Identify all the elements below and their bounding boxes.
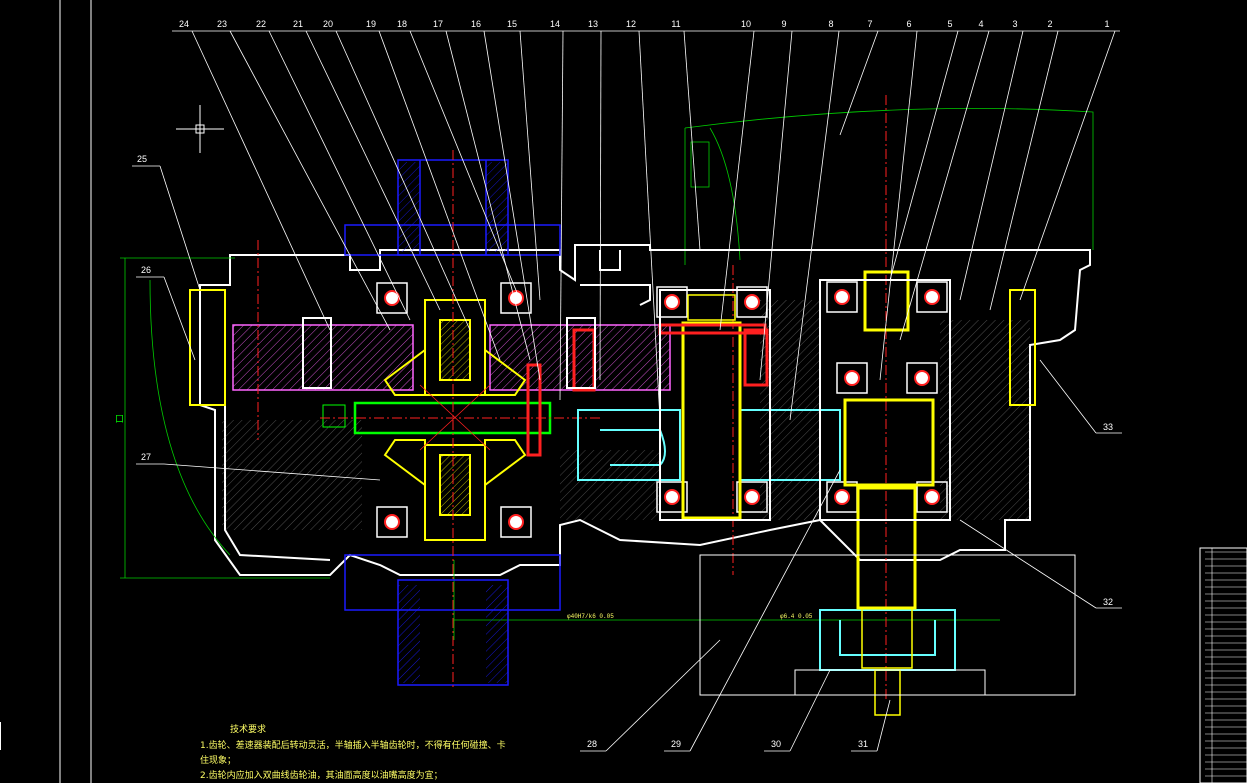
part-label-27: 27 <box>141 452 151 462</box>
bearing-12 <box>906 362 938 394</box>
part-label-11: 11 <box>671 19 680 29</box>
part-label-25: 25 <box>137 154 147 164</box>
dimension-text-2: φ6.4 0.05 <box>780 613 813 620</box>
bearing-4 <box>500 506 532 538</box>
technical-requirements: 技术要求 1.齿轮、差速器装配后转动灵活，半轴插入半轴齿轮时，不得有任何碰撞、卡… <box>200 723 506 781</box>
part-label-2: 2 <box>1047 19 1052 29</box>
bearing-1 <box>376 282 408 314</box>
part-label-19: 19 <box>366 19 376 29</box>
lower-housing-outline <box>699 554 1076 696</box>
flange-hatch-top2 <box>486 162 508 252</box>
part-label-1: 1 <box>1104 19 1109 29</box>
crosshair-cursor-icon <box>176 105 224 153</box>
sheet-frame <box>0 0 92 783</box>
part-label-16: 16 <box>471 19 481 29</box>
part-label-33: 33 <box>1103 422 1113 432</box>
housing-hatch-right2 <box>940 320 1030 520</box>
part-label-32: 32 <box>1103 597 1113 607</box>
part-label-15: 15 <box>507 19 517 29</box>
bevel-gears <box>383 299 527 541</box>
bearing-10 <box>916 281 948 313</box>
part-label-26: 26 <box>141 265 151 275</box>
bolts <box>302 279 951 521</box>
housing-hatch-left <box>222 420 362 530</box>
part-label-28: 28 <box>587 739 597 749</box>
bearing-6 <box>736 286 768 318</box>
leader-lines <box>132 30 1122 752</box>
part-label-10: 10 <box>741 19 751 29</box>
part-label-3: 3 <box>1012 19 1017 29</box>
flange-hatch-bot <box>398 585 420 683</box>
part-label-23: 23 <box>217 19 227 29</box>
tech-notes-line2: 2.齿轮内应加入双曲线齿轮油，其油面高度以油嘴高度为宜； <box>200 769 443 781</box>
part-label-31: 31 <box>858 739 868 749</box>
part-label-18: 18 <box>397 19 407 29</box>
part-label-7: 7 <box>867 19 872 29</box>
title-block <box>1199 547 1247 783</box>
center-lines <box>257 95 887 700</box>
part-label-20: 20 <box>323 19 333 29</box>
bearing-8 <box>736 481 768 513</box>
part-label-4: 4 <box>978 19 983 29</box>
small-box-label: 口 <box>115 414 124 424</box>
part-label-5: 5 <box>947 19 952 29</box>
part-label-22: 22 <box>256 19 266 29</box>
part-label-17: 17 <box>433 19 443 29</box>
bearing-5 <box>656 286 688 318</box>
bearing-9 <box>826 281 858 313</box>
bearing-3 <box>376 506 408 538</box>
tech-notes-line1b: 住现象； <box>200 754 236 766</box>
wheel-hub-outline <box>684 108 1094 265</box>
bearings <box>376 281 948 538</box>
part-label-12: 12 <box>626 19 636 29</box>
flange-hatch-top <box>398 162 420 252</box>
part-label-9: 9 <box>781 19 786 29</box>
dimension-text-1: φ40H7/k6 0.05 <box>567 613 614 620</box>
part-label-6: 6 <box>906 19 911 29</box>
flange-hatch-bot2 <box>486 585 508 683</box>
bearing-11 <box>836 362 868 394</box>
part-label-24: 24 <box>179 19 189 29</box>
diff-centre-cross <box>419 384 491 451</box>
housing-hatch-mid <box>560 450 660 520</box>
part-label-8: 8 <box>828 19 833 29</box>
part-label-14: 14 <box>550 19 560 29</box>
part-label-13: 13 <box>588 19 598 29</box>
tech-notes-line1: 1.齿轮、差速器装配后转动灵活，半轴插入半轴齿轮时，不得有任何碰撞、卡 <box>200 739 506 751</box>
gearbox-housing <box>199 244 1091 576</box>
part-label-30: 30 <box>771 739 781 749</box>
part-label-29: 29 <box>671 739 681 749</box>
dimension-lines <box>120 257 1000 640</box>
part-label-21: 21 <box>293 19 303 29</box>
tech-notes-title: 技术要求 <box>230 723 266 735</box>
bearing-7 <box>656 481 688 513</box>
